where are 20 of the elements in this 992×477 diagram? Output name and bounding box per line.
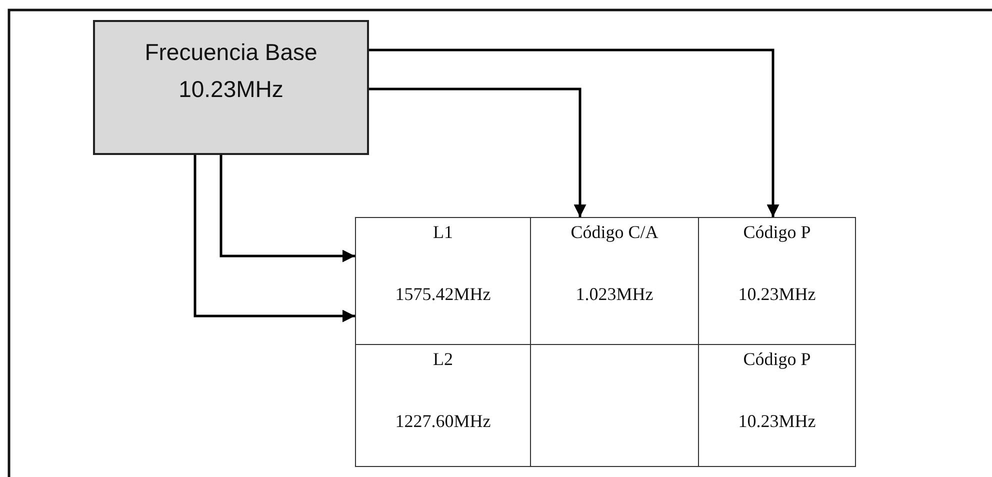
frequency-value: 1.023MHz — [574, 284, 654, 305]
signal-name: L1 — [432, 222, 454, 243]
frequency-value: 1575.42MHz — [394, 284, 492, 305]
arrow — [220, 155, 355, 262]
table-cell — [355, 217, 531, 345]
signal-name: L2 — [432, 349, 454, 370]
signal-name: Código C/A — [570, 222, 660, 243]
frequency-value: 1227.60MHz — [394, 411, 492, 432]
table-cell — [698, 217, 856, 345]
arrow — [194, 155, 355, 322]
arrow — [369, 88, 586, 217]
signal-name: Código P — [742, 222, 812, 243]
signal-name: Código P — [742, 349, 812, 370]
table-cell — [355, 344, 531, 467]
arrow — [369, 48, 780, 217]
table-cell — [698, 344, 856, 467]
box-label: Frecuencia Base 10.23MHz — [144, 38, 318, 104]
process-box — [93, 20, 369, 155]
frequency-value: 10.23MHz — [737, 284, 817, 305]
frequency-value: 10.23MHz — [737, 411, 817, 432]
